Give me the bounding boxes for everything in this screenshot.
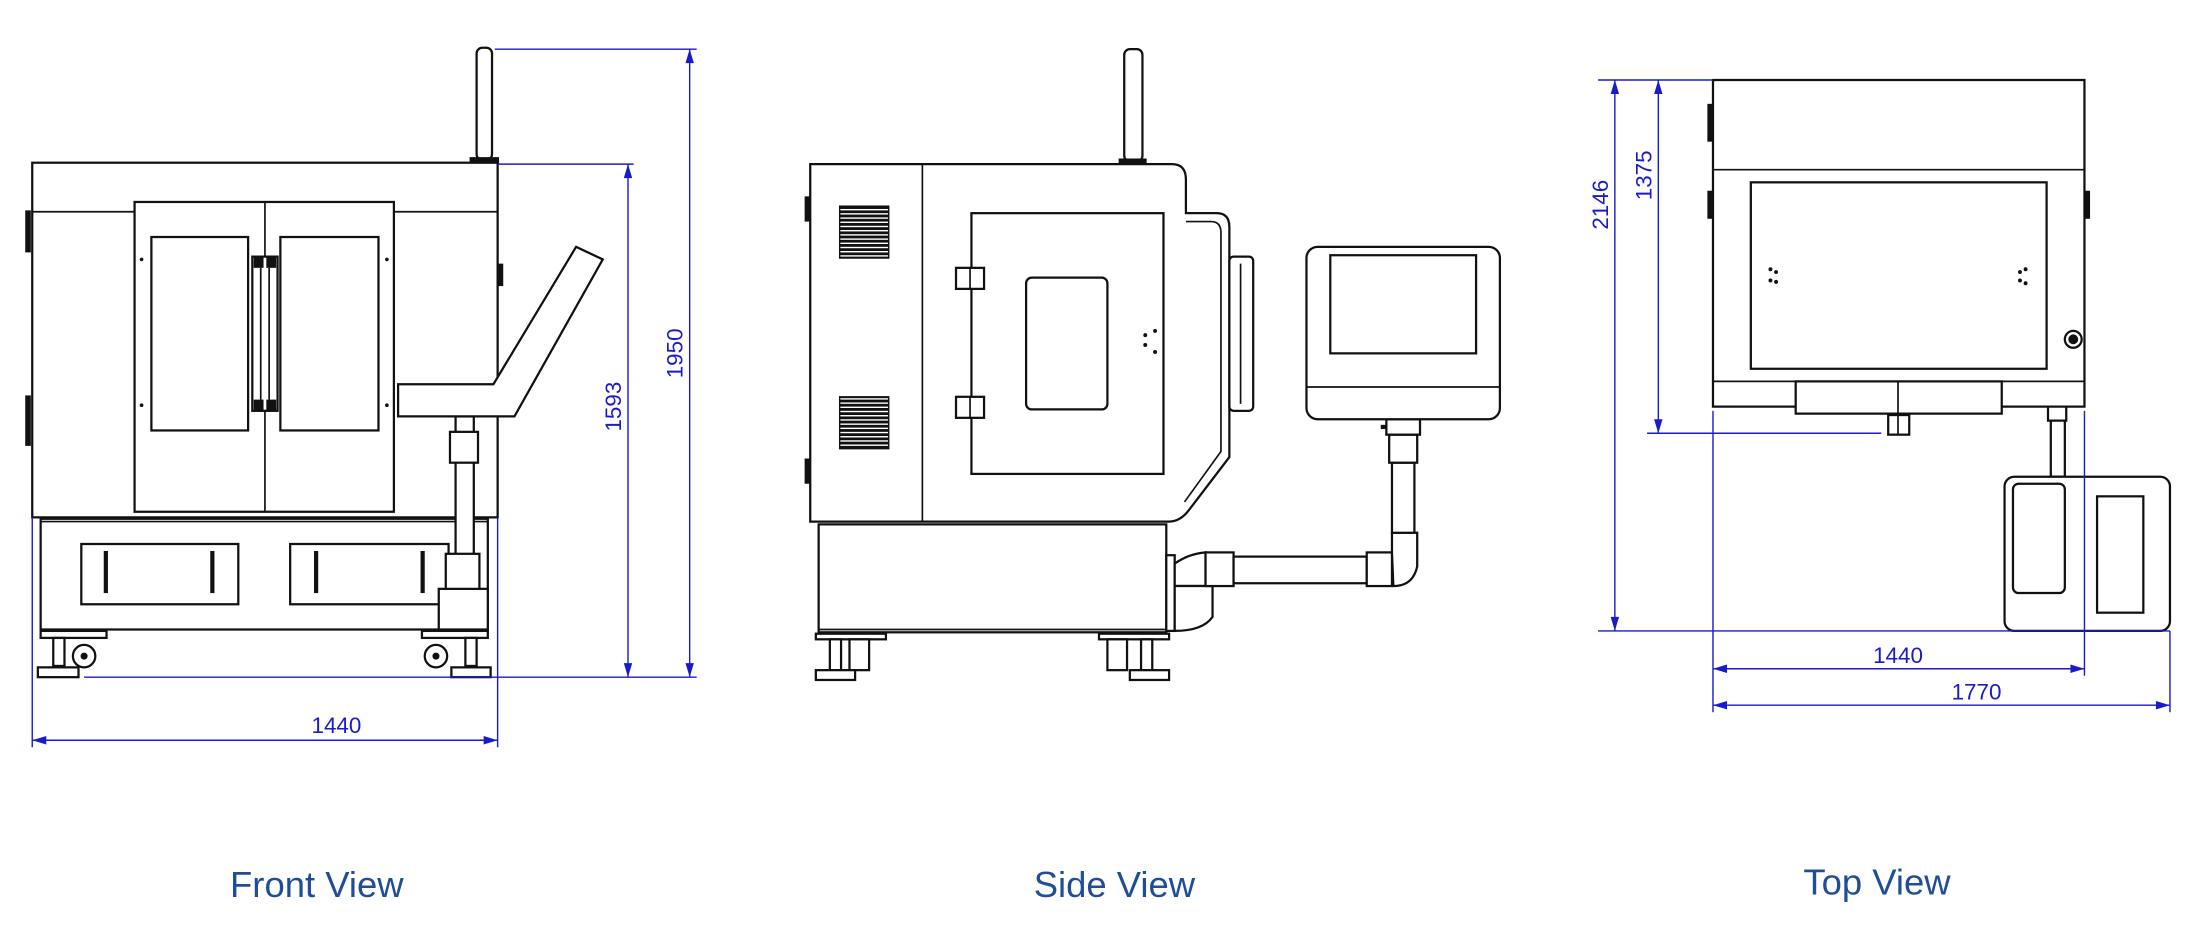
leveling-foot: [36, 666, 80, 679]
dim-cabinet-height-label: 1593: [601, 382, 626, 432]
front-view-title: Front View: [230, 864, 404, 905]
arm-pedestal: [437, 587, 489, 631]
arm-pipe: [2049, 419, 2066, 478]
base-frame: [817, 523, 1168, 634]
dim-width-label: 1440: [311, 713, 361, 738]
monitor-arm: [396, 245, 605, 418]
top-view-title: Top View: [1803, 861, 1951, 902]
door-handle: [251, 255, 279, 412]
front-view: 1440 1950 1593 Front View: [25, 46, 697, 905]
horizontal-pipe: [1232, 555, 1368, 585]
door-window-right: [279, 235, 380, 432]
leveling-foot: [814, 669, 857, 682]
vertical-pipe: [1390, 461, 1416, 534]
base-panel-right: [289, 542, 450, 606]
top-panel: [1749, 181, 2048, 370]
door-window-left: [150, 235, 250, 432]
leveling-foot: [1128, 669, 1171, 682]
vent-grille: [838, 396, 890, 450]
pipe-elbow: [1390, 531, 1419, 588]
signal-tower: [1123, 48, 1144, 163]
dim-cabinet-depth-label: 1375: [1631, 150, 1656, 200]
pipe-connector: [1165, 554, 1176, 633]
vent-grille: [838, 205, 890, 259]
side-view: Side View: [804, 48, 1502, 905]
dim-total-width-label: 1770: [1952, 680, 2002, 705]
signal-tower: [475, 46, 494, 162]
side-view-title: Side View: [1034, 864, 1196, 905]
dim-total-depth-label: 2146: [1588, 180, 1613, 230]
dim-total-height-label: 1950: [663, 328, 688, 378]
top-view: 2146 1375 1440 1770 Top View: [1588, 78, 2172, 902]
dim-cabinet-width-label: 1440: [1873, 643, 1923, 668]
side-window: [1024, 276, 1109, 411]
monitor-screen: [1329, 254, 1478, 355]
leveling-foot: [450, 666, 492, 679]
signal-tower-base: [469, 157, 500, 165]
